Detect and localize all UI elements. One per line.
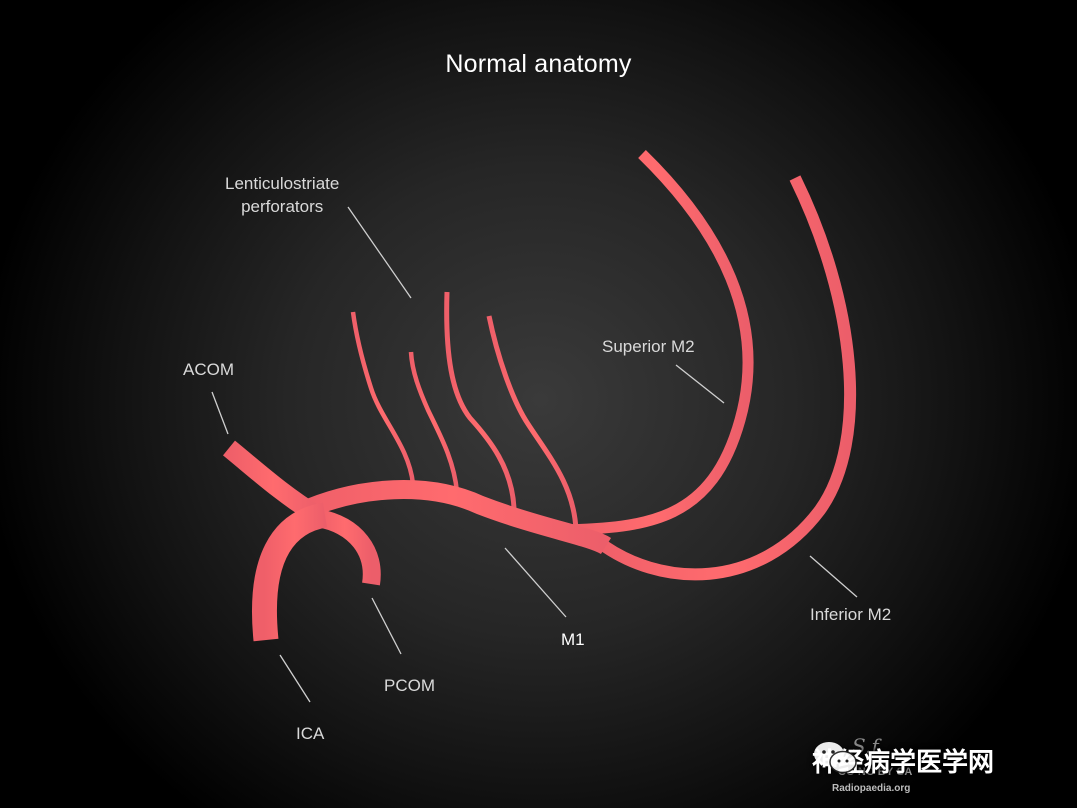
leader-lenticulostriate (347, 206, 412, 299)
label-m1: M1 (561, 630, 585, 649)
leader-m1 (504, 547, 567, 618)
perforator-1 (350, 311, 416, 485)
chat-bubble-icon (814, 742, 857, 774)
label-inferior-m2: Inferior M2 (810, 605, 892, 624)
brand-watermark: 神经病学医学网 (812, 740, 994, 780)
perforator-2 (408, 351, 460, 493)
label-lenticulostriate-line-1: Lenticulostriate (225, 174, 340, 193)
label-acom: ACOM (183, 360, 234, 379)
author-signature: S.f. (852, 734, 885, 758)
page-title: Normal anatomy (445, 50, 632, 78)
leader-inferior-m2 (809, 555, 858, 598)
leader-superior-m2 (675, 364, 725, 404)
vessel-ica (252, 502, 328, 642)
vessel-superior-m2 (559, 150, 754, 536)
label-ica: ICA (296, 724, 325, 743)
vessel-pcom (315, 509, 381, 586)
vessel-acom (222, 440, 323, 525)
label-lenticulostriate: Lenticulostriate perforators (225, 172, 339, 218)
vessel-m1 (296, 480, 612, 555)
label-superior-m2: Superior M2 (602, 337, 695, 356)
perforator-3 (444, 291, 517, 509)
leader-acom (211, 391, 229, 435)
label-pcom: PCOM (384, 676, 435, 695)
perforator-4 (486, 315, 579, 531)
site-watermark: Radiopaedia.org (832, 783, 911, 794)
license-text: CC NC BY SA (838, 766, 913, 778)
vessel-inferior-m2 (592, 175, 857, 581)
leader-pcom (371, 597, 402, 655)
leader-ica (279, 654, 311, 703)
label-lenticulostriate-line-2: perforators (241, 197, 324, 216)
